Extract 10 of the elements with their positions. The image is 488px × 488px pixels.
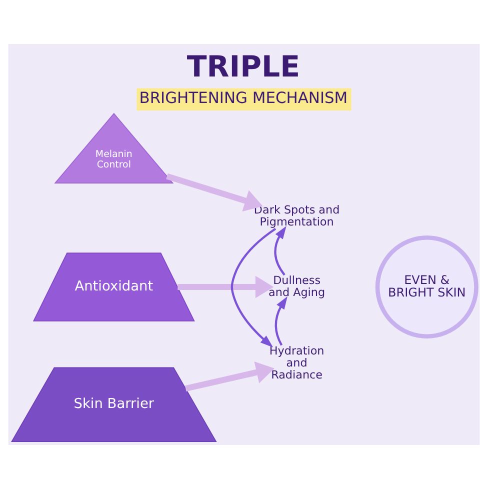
arrow bbox=[274, 296, 288, 346]
arrow bbox=[230, 227, 276, 347]
arrow bbox=[274, 225, 286, 276]
node-text: Dullness and Aging bbox=[268, 273, 326, 298]
arrow bbox=[178, 275, 274, 298]
node-circle: EVEN & BRIGHT SKIN bbox=[375, 234, 478, 338]
arrow bbox=[184, 360, 274, 391]
arrow bbox=[166, 172, 263, 211]
diagram-title: TRIPLE BRIGHTENING MECHANISM bbox=[139, 48, 348, 107]
node-text: Hydration and Radiance bbox=[269, 344, 324, 381]
